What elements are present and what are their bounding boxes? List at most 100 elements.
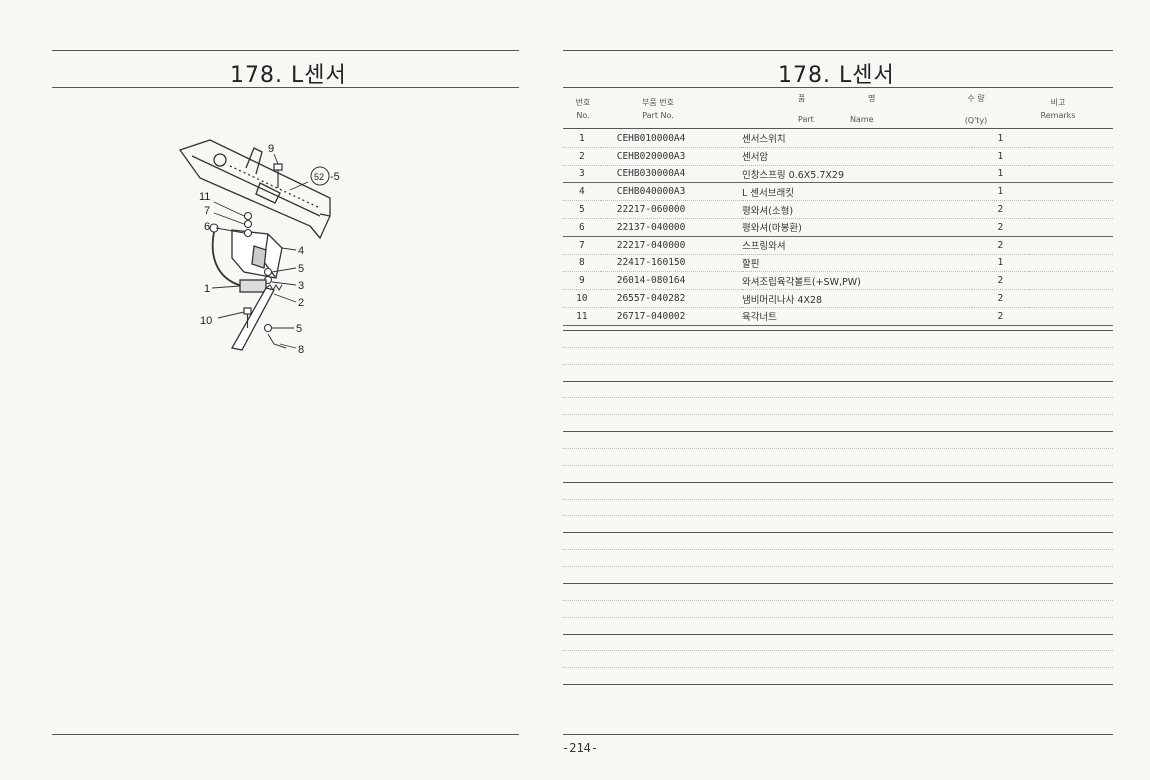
blank-rule-minor <box>563 498 1113 500</box>
fasteners <box>209 211 273 333</box>
part-row-no: 1 <box>563 130 601 148</box>
part-row-part-no: 26014-080164 <box>600 271 742 291</box>
blank-rule-major <box>563 684 1113 686</box>
part-row-part-no: 26717-040002 <box>600 307 742 326</box>
blank-rule-minor <box>563 414 1113 416</box>
part-row-remarks <box>1029 307 1113 326</box>
blank-rule-major <box>563 380 1113 382</box>
sensor-bracket <box>231 229 283 279</box>
part-row-name: 평와셔(소형) <box>741 200 972 219</box>
exploded-parts-diagram: 9 52 -5 11 7 6 4 5 1 3 2 10 5 8 <box>178 139 340 356</box>
part-row-qty: 2 <box>971 289 1030 308</box>
callout-11: 11 <box>199 191 210 203</box>
spring <box>265 284 283 291</box>
blank-rule-minor <box>563 464 1113 466</box>
cotter-pin <box>267 333 287 349</box>
part-row-qty: 2 <box>971 200 1030 219</box>
header-part-en: Part No. <box>642 111 674 120</box>
callout-8: 8 <box>298 344 304 356</box>
header-remarks: 비고 Remarks <box>1034 96 1082 122</box>
part-row-part-no: 22217-060000 <box>600 200 742 219</box>
blank-rule-minor <box>563 448 1113 449</box>
sensor-switch <box>239 279 267 293</box>
blank-rule-minor <box>563 346 1113 348</box>
part-row-remarks <box>1029 236 1113 255</box>
blank-rule-major <box>563 431 1113 433</box>
blank-rule-major <box>563 583 1113 584</box>
part-row-name: 와셔조립육각볼트(+SW,PW) <box>741 271 972 291</box>
callout-2: 2 <box>298 297 304 309</box>
callout-minus-5: -5 <box>330 171 340 183</box>
header-qty-ko: 수 량 <box>967 94 985 103</box>
right-footer-rule <box>563 734 1113 735</box>
sensor-wire <box>211 231 243 287</box>
part-row-part-no: 22137-040000 <box>600 218 742 237</box>
header-name-en2: Name <box>850 115 874 124</box>
part-row-remarks <box>1029 147 1113 166</box>
part-row-no: 9 <box>563 271 601 291</box>
part-row-qty: 2 <box>971 236 1030 255</box>
callout-1: 1 <box>204 283 210 295</box>
part-row-qty: 2 <box>971 271 1030 291</box>
part-row-no: 3 <box>563 165 601 184</box>
blank-rule-minor <box>563 549 1113 551</box>
right-page-title: 178. L센서 <box>778 63 895 88</box>
part-row-no: 6 <box>563 218 601 237</box>
callout-9: 9 <box>268 143 274 155</box>
part-row-name: 냄비머리나사 4X28 <box>741 289 972 308</box>
part-row-name: 평와셔(마봉환) <box>741 218 972 237</box>
frame-bar <box>178 139 331 240</box>
part-row-name: 할핀 <box>741 254 972 273</box>
header-name-ko1: 품 <box>798 94 806 103</box>
part-row-part-no: CEHB030000A4 <box>600 165 742 184</box>
blank-rule-major <box>563 633 1113 635</box>
callout-3: 3 <box>298 280 304 292</box>
blank-rule-minor <box>563 650 1113 652</box>
part-row-no: 10 <box>563 289 601 308</box>
header-no-en: No. <box>576 111 590 120</box>
callout-52: 52 <box>314 172 324 182</box>
blank-rule-minor <box>563 566 1113 567</box>
header-name-ko2: 명 <box>868 94 876 103</box>
part-row-no: 5 <box>563 200 601 219</box>
part-row-qty: 1 <box>971 147 1030 166</box>
screw-10 <box>243 307 252 328</box>
part-row-part-no: 22417-160150 <box>600 254 742 273</box>
right-title-top-rule <box>563 50 1113 51</box>
left-page-title: 178. L센서 <box>230 63 347 88</box>
part-row-remarks <box>1029 254 1113 273</box>
header-qty-en: (Q'ty) <box>964 116 988 125</box>
part-row-no: 8 <box>563 254 601 273</box>
callout-6: 6 <box>204 221 210 233</box>
header-no-ko: 번호 <box>575 98 591 107</box>
part-row-name: L 센서브래킷 <box>741 182 972 202</box>
part-row-qty: 1 <box>971 165 1030 184</box>
part-row-qty: 1 <box>971 182 1030 202</box>
table-header-rule <box>563 128 1113 129</box>
callout-4: 4 <box>298 245 304 257</box>
header-part-ko: 부품 번호 <box>642 98 674 107</box>
blank-rule-major <box>563 481 1113 483</box>
part-row-qty: 1 <box>971 254 1030 273</box>
callout-7: 7 <box>204 205 210 217</box>
part-row-part-no: CEHB040000A3 <box>600 182 742 202</box>
left-footer-rule <box>52 734 519 735</box>
callout-10: 10 <box>200 315 212 327</box>
part-row-remarks <box>1029 182 1113 202</box>
part-row-no: 11 <box>563 307 601 326</box>
header-remarks-ko: 비고 <box>1050 98 1066 107</box>
header-remarks-en: Remarks <box>1040 111 1076 120</box>
part-row-part-no: 26557-040282 <box>600 289 742 308</box>
blank-rule-minor <box>563 616 1113 618</box>
part-row-name: 인창스프링 0.6X5.7X29 <box>741 165 972 184</box>
part-row-name: 육각너트 <box>741 307 972 326</box>
